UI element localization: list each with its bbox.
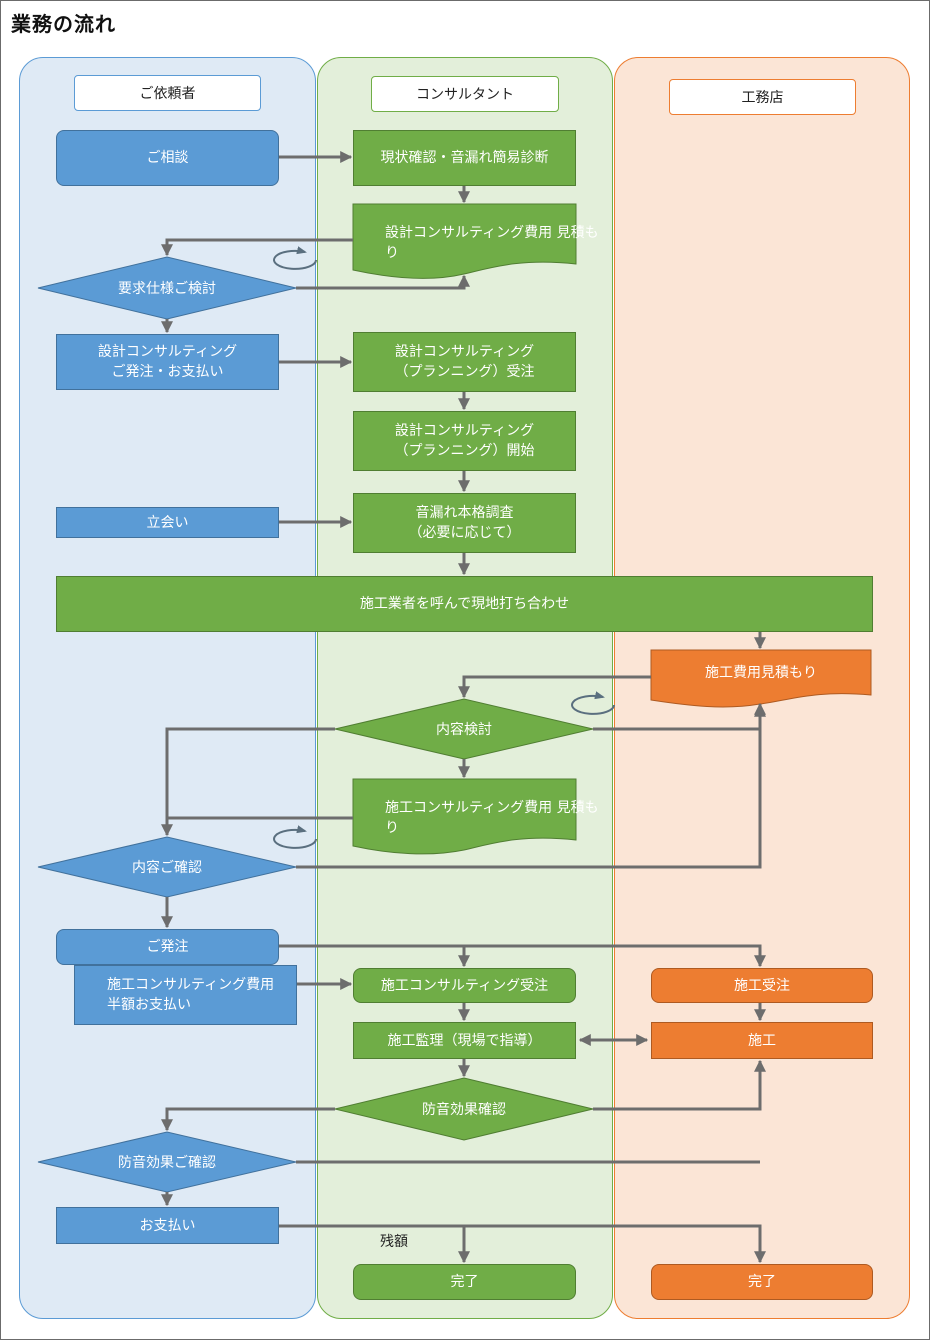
lane-header-builder: 工務店: [669, 79, 856, 115]
step-site-meeting: 施工業者を呼んで現地打ち合わせ: [56, 576, 873, 632]
doc-shape-builder-quote: [650, 649, 872, 708]
lane-header-client: ご依頼者: [74, 75, 261, 111]
step-survey: 現状確認・音漏れ簡易診断: [353, 130, 576, 186]
step-consultation: ご相談: [56, 130, 279, 186]
step-builder-done: 完了: [651, 1264, 873, 1300]
lane-header-consultant: コンサルタント: [371, 76, 559, 112]
diagram-title: 業務の流れ: [11, 12, 116, 36]
step-construct: 施工: [651, 1022, 873, 1059]
step-payment: お支払い: [56, 1207, 279, 1244]
arrow: [161, 1107, 335, 1132]
step-start-design: 設計コンサルティング （プランニング）開始: [353, 411, 576, 471]
doc-shape-construct-quote: [352, 778, 577, 855]
step-builder-accept: 施工受注: [651, 968, 873, 1003]
step-attend: 立会い: [56, 507, 279, 538]
step-pay-half: 施工コンサルティング費用 半額お支払い: [74, 965, 297, 1025]
arrow: [296, 274, 470, 290]
step-accept-design: 設計コンサルティング （プランニング）受注: [353, 332, 576, 392]
step-full-survey: 音漏れ本格調査 （必要に応じて）: [353, 493, 576, 553]
arrow: [161, 238, 353, 257]
arrow: [458, 675, 651, 699]
arrow: [593, 1059, 766, 1111]
diamond-confirm: [37, 836, 297, 898]
step-accept-construct: 施工コンサルティング受注: [353, 968, 576, 1003]
arrow: [296, 704, 766, 869]
step-order: ご発注: [56, 929, 279, 965]
arrow: [161, 727, 335, 837]
step-supervise: 施工監理（現場で指導）: [353, 1022, 576, 1059]
doc-shape-design-quote: [352, 203, 577, 279]
diamond-check-effect: [334, 1077, 594, 1141]
arrow: [279, 1224, 766, 1264]
arrow: [279, 944, 766, 968]
loop-icon: [273, 246, 317, 270]
loop-icon: [571, 691, 615, 715]
step-order-design: 設計コンサルティング ご発注・お支払い: [56, 334, 279, 390]
step-consultant-done: 完了: [353, 1264, 576, 1300]
diamond-review-req: [37, 256, 297, 320]
arrow: [593, 702, 766, 731]
diamond-review: [334, 698, 594, 760]
remaining-label: 残額: [380, 1234, 408, 1250]
loop-icon: [273, 825, 317, 849]
diamond-client-check-effect: [37, 1131, 297, 1193]
